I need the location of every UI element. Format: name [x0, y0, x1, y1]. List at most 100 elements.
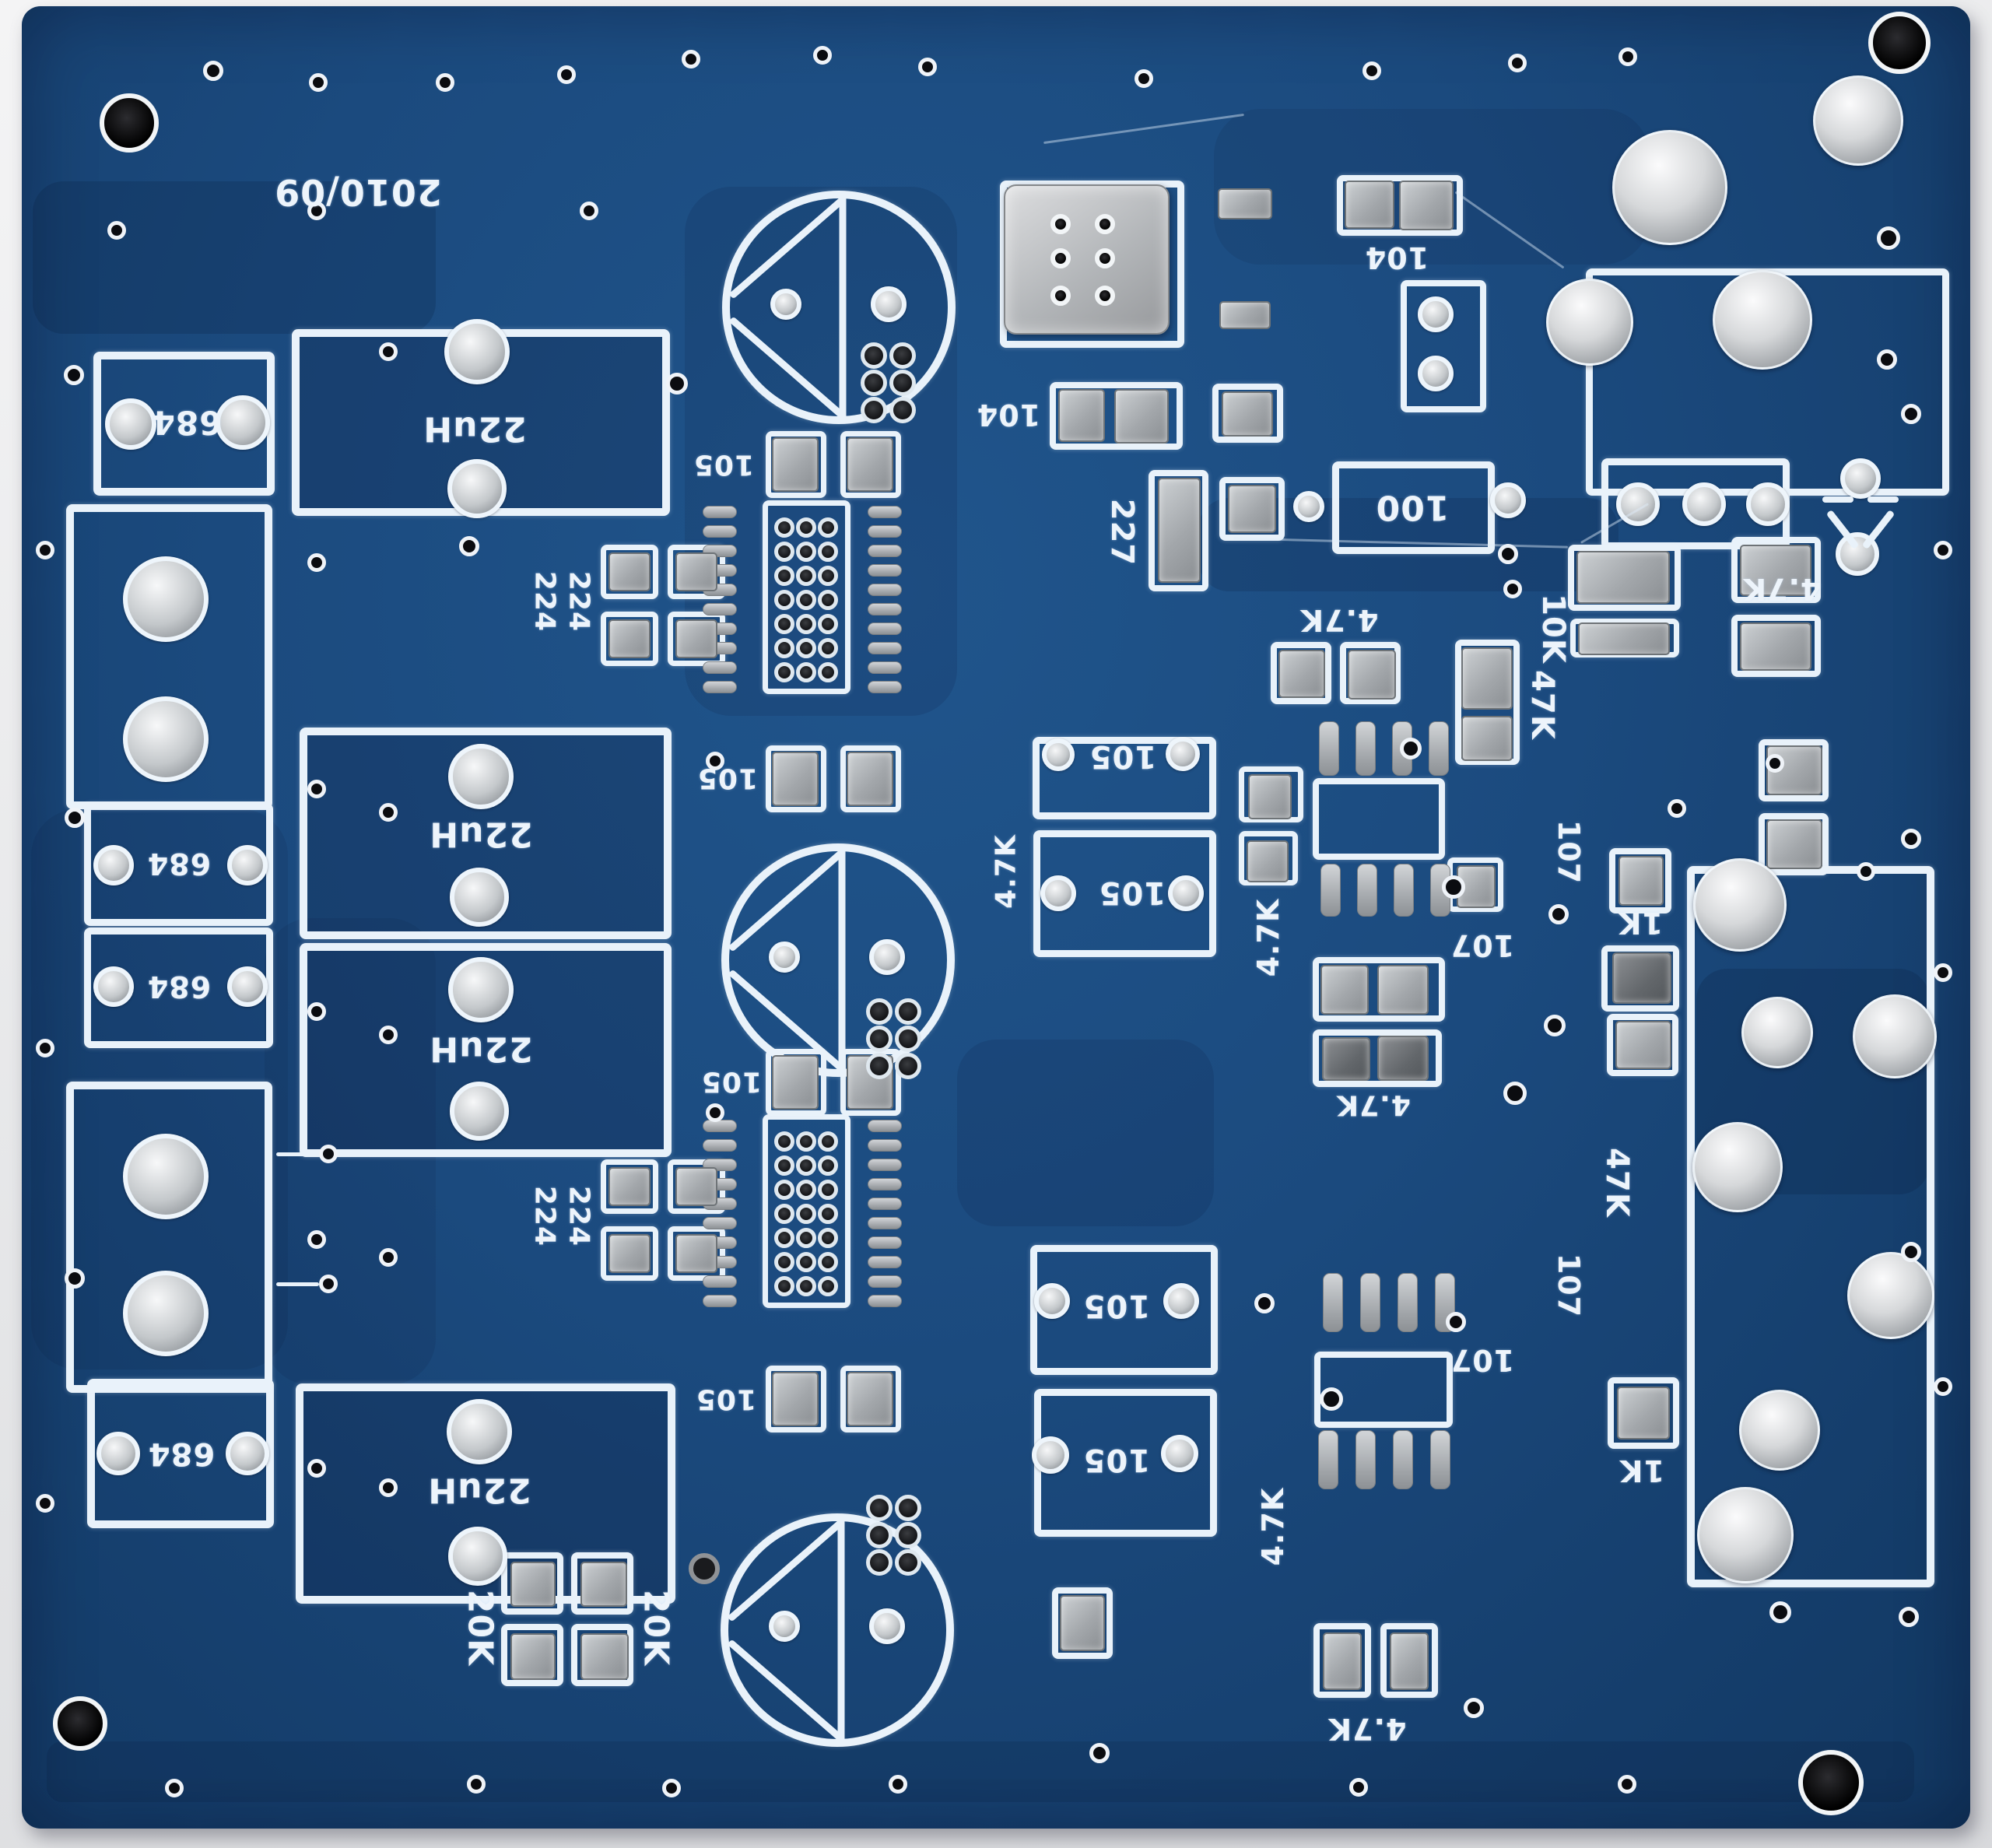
mounting-hole: [1050, 248, 1071, 268]
solder-pad: [96, 1432, 140, 1475]
solder-pad: [1840, 458, 1881, 499]
mounting-hole: [1095, 248, 1115, 268]
via-hole: [1766, 754, 1784, 773]
silkscreen-label: 105: [700, 1065, 763, 1098]
silkscreen-label: 100: [1375, 487, 1450, 528]
silkscreen-label: 4.7K: [990, 834, 1022, 909]
component-outline: [766, 745, 826, 812]
through-hole-pad: [796, 1228, 816, 1248]
component-outline: [571, 1624, 633, 1686]
through-hole-pad: [796, 1131, 816, 1152]
via-hole: [1901, 829, 1921, 849]
ic-leg-pad: [1360, 1273, 1380, 1332]
via-hole: [813, 46, 832, 65]
component-outline: [766, 1366, 826, 1432]
through-hole-pad: [889, 370, 916, 396]
smd-chip: [1322, 1037, 1370, 1081]
through-hole-pad: [818, 517, 838, 538]
ic-leg-pad: [703, 603, 737, 615]
solder-pad: [444, 319, 510, 384]
via-hole: [1934, 541, 1952, 559]
ic-leg-pad: [868, 1295, 902, 1307]
smd-chip: [1323, 1632, 1362, 1690]
component-outline: [763, 500, 850, 694]
via-hole: [319, 1145, 338, 1163]
through-hole-pad: [796, 542, 816, 562]
silkscreen-line: [1868, 496, 1899, 503]
via-hole: [706, 1103, 724, 1122]
solder-pad: [769, 1611, 800, 1642]
through-hole-pad: [889, 342, 916, 369]
solder-pad: [448, 957, 514, 1022]
component-outline: [1149, 470, 1208, 591]
solder-pad: [226, 1432, 269, 1475]
via-hole: [1320, 1387, 1343, 1411]
through-hole-pad: [866, 1026, 893, 1052]
solder-pad: [448, 1527, 507, 1586]
via-hole: [36, 1494, 54, 1513]
terminal-pad: [1692, 1122, 1783, 1212]
silkscreen-label: 224: [563, 570, 595, 633]
mounting-hole: [1868, 12, 1931, 74]
silkscreen-label: 224: [528, 1185, 561, 1247]
silkscreen-label: 4.7K: [1742, 572, 1822, 606]
smd-chip: [1228, 485, 1276, 533]
smd-chip: [1060, 1595, 1105, 1651]
through-hole-pad: [895, 1053, 921, 1079]
component-outline: [1314, 1352, 1453, 1428]
silkscreen-label: 4.7K: [1256, 1487, 1290, 1566]
component-outline: [93, 352, 275, 496]
via-hole: [1618, 1775, 1636, 1794]
silkscreen-label: 4.7K: [1299, 603, 1379, 637]
silkscreen-label: 105: [1082, 1288, 1151, 1324]
component-outline: [601, 1226, 658, 1281]
component-outline: [1050, 382, 1183, 450]
through-hole-pad: [818, 1252, 838, 1272]
silkscreen-label: 224: [528, 570, 561, 633]
component-outline: [571, 1552, 633, 1615]
through-hole-pad: [774, 1228, 794, 1248]
through-hole-pad: [818, 662, 838, 682]
smd-chip: [1320, 965, 1369, 1015]
via-hole: [580, 202, 598, 220]
smd-chip: [608, 619, 651, 658]
ic-leg-pad: [703, 681, 737, 693]
via-hole: [36, 541, 54, 559]
smd-chip: [847, 437, 893, 492]
through-hole-pad: [866, 1495, 893, 1521]
via-hole: [307, 553, 326, 572]
solder-pad: [1418, 356, 1454, 391]
via-hole: [1901, 404, 1921, 424]
component-outline: [840, 431, 901, 498]
solder-pad: [227, 845, 268, 885]
smd-chip: [1618, 856, 1664, 906]
smd-chip: [1377, 1036, 1429, 1081]
solder-pad: [447, 1399, 512, 1464]
through-hole-pad: [866, 1549, 893, 1576]
smd-chip: [772, 752, 819, 806]
via-hole: [64, 365, 84, 385]
solder-pad: [770, 289, 801, 320]
smd-chip: [1114, 389, 1169, 444]
component-outline: [1239, 831, 1298, 885]
through-hole-pad: [796, 1204, 816, 1224]
silkscreen-line: [1861, 509, 1896, 549]
metal-pad-block: [1004, 184, 1170, 335]
through-hole-pad: [774, 1155, 794, 1176]
ic-leg-pad: [1429, 721, 1449, 776]
through-hole-pad: [895, 1549, 921, 1576]
through-hole-pad: [861, 342, 887, 369]
silkscreen-label: 107: [1450, 928, 1515, 963]
through-hole-pad: [866, 1053, 893, 1079]
solder-pad: [769, 942, 800, 973]
via-hole: [1362, 61, 1381, 80]
smd-chip: [1740, 622, 1811, 671]
smd-chip: [772, 1055, 819, 1110]
mounting-hole: [1050, 286, 1071, 306]
copper-pour-region: [47, 1741, 1914, 1802]
component-outline: [66, 1082, 272, 1393]
via-hole: [1442, 875, 1465, 899]
via-hole: [666, 373, 688, 394]
smd-chip: [772, 1372, 819, 1426]
through-hole-pad: [818, 566, 838, 586]
